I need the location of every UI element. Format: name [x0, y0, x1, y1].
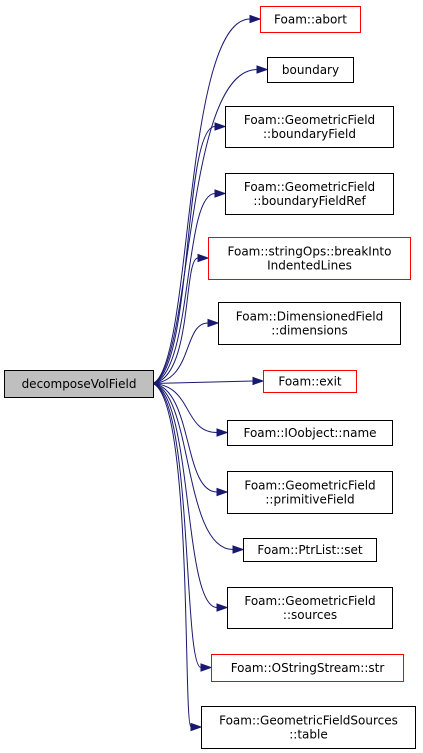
node-root-root[interactable]: decomposeVolField: [4, 370, 154, 398]
edge-arrowhead: [200, 663, 213, 672]
edge-arrowhead: [249, 14, 262, 24]
node-set[interactable]: Foam::PtrList::set: [243, 538, 377, 562]
node-label-line: ::sources: [283, 608, 337, 622]
node-str[interactable]: Foam::OStringStream::str: [211, 654, 404, 682]
edge-arrowhead: [216, 603, 229, 612]
edge-line: [152, 383, 218, 608]
edge-to-abort: [152, 14, 262, 384]
node-box: [4, 370, 154, 398]
edge-to-sources: [152, 383, 229, 612]
edge-to-boundary-field: [152, 122, 227, 384]
node-label-line: Foam::GeometricFieldSources: [219, 714, 398, 728]
node-label-line: Foam::IOobject::name: [243, 426, 376, 440]
edge-line: [152, 380, 254, 384]
node-label-line: ::dimensions: [271, 324, 348, 338]
node-primitive-field[interactable]: Foam::GeometricField::primitiveField: [227, 471, 393, 514]
edge-to-exit: [152, 376, 265, 386]
node-sources[interactable]: Foam::GeometricField::sources: [227, 587, 393, 629]
edge-to-dimensions: [152, 318, 220, 384]
node-label-line: Foam::GeometricField: [244, 113, 375, 127]
edge-line: [152, 69, 258, 384]
edge-arrowhead: [197, 253, 210, 263]
edge-arrowhead: [232, 545, 245, 554]
node-label-line: Foam::abort: [274, 13, 347, 27]
node-label-line: decomposeVolField: [22, 377, 137, 391]
node-name[interactable]: Foam::IOobject::name: [227, 420, 393, 446]
node-box: [243, 538, 377, 562]
edge-to-name: [152, 383, 229, 437]
node-boundary[interactable]: boundary: [267, 57, 354, 83]
edge-arrowhead: [190, 722, 203, 732]
node-box: [227, 420, 393, 446]
node-box: [208, 237, 411, 280]
edge-line: [152, 383, 218, 493]
edge-arrowhead: [252, 376, 265, 386]
node-box: [211, 654, 404, 682]
edge-line: [152, 383, 218, 433]
node-label-line: Foam::exit: [278, 375, 342, 389]
node-label-line: Foam::stringOps::breakInto: [228, 245, 392, 259]
node-boundary-field[interactable]: Foam::GeometricField::boundaryField: [225, 106, 394, 148]
node-label-line: Foam::PtrList::set: [257, 543, 363, 557]
node-label-line: Foam::GeometricField: [244, 479, 375, 493]
edge-arrowhead: [216, 428, 229, 437]
node-box: [227, 471, 393, 514]
node-box: [225, 106, 394, 148]
edges-layer: [152, 14, 269, 732]
edge-line: [152, 18, 251, 384]
node-label-line: Foam::GeometricField: [244, 594, 375, 608]
edge-to-boundary-field-ref: [152, 189, 227, 384]
edge-line: [152, 126, 216, 384]
edge-to-table: [152, 383, 203, 732]
edge-line: [152, 193, 216, 384]
edge-to-break-into-indented-lines: [152, 253, 210, 384]
edge-arrowhead: [207, 318, 220, 328]
node-box: [260, 6, 361, 33]
edge-line: [152, 383, 192, 728]
node-abort[interactable]: Foam::abort: [260, 6, 361, 33]
edge-line: [152, 257, 199, 384]
node-label-line: ::boundaryField: [263, 127, 356, 141]
node-label-line: Foam::GeometricField: [244, 180, 375, 194]
node-dimensions[interactable]: Foam::DimensionedField::dimensions: [218, 302, 401, 345]
node-boundary-field-ref[interactable]: Foam::GeometricField::boundaryFieldRef: [225, 173, 394, 215]
node-label-line: Foam::DimensionedField: [236, 310, 383, 324]
node-label-line: ::table: [289, 728, 327, 742]
edge-arrowhead: [256, 65, 269, 74]
edge-line: [152, 383, 202, 668]
edge-arrowhead: [216, 487, 229, 497]
edge-arrowhead: [214, 189, 227, 198]
node-label-line: ::boundaryFieldRef: [253, 194, 366, 208]
node-exit[interactable]: Foam::exit: [263, 370, 357, 393]
edge-arrowhead: [214, 122, 227, 131]
edge-to-set: [152, 383, 245, 554]
nodes-layer: decomposeVolField Foam::abortboundaryFoam…: [4, 6, 416, 749]
node-box: [218, 302, 401, 345]
node-label-line: Foam::OStringStream::str: [231, 661, 385, 675]
node-box: [227, 587, 393, 629]
edge-line: [152, 383, 234, 550]
edge-line: [152, 322, 209, 384]
node-label-line: IndentedLines: [267, 259, 352, 273]
edge-to-primitive-field: [152, 383, 229, 497]
node-table[interactable]: Foam::GeometricFieldSources::table: [201, 706, 416, 749]
node-box: [263, 370, 357, 393]
edge-to-boundary: [152, 65, 269, 384]
node-box: [201, 706, 416, 749]
node-box: [267, 57, 354, 83]
node-box: [225, 173, 394, 215]
node-label-line: ::primitiveField: [265, 493, 354, 507]
edge-to-str: [152, 383, 213, 672]
node-label-line: boundary: [282, 63, 339, 77]
